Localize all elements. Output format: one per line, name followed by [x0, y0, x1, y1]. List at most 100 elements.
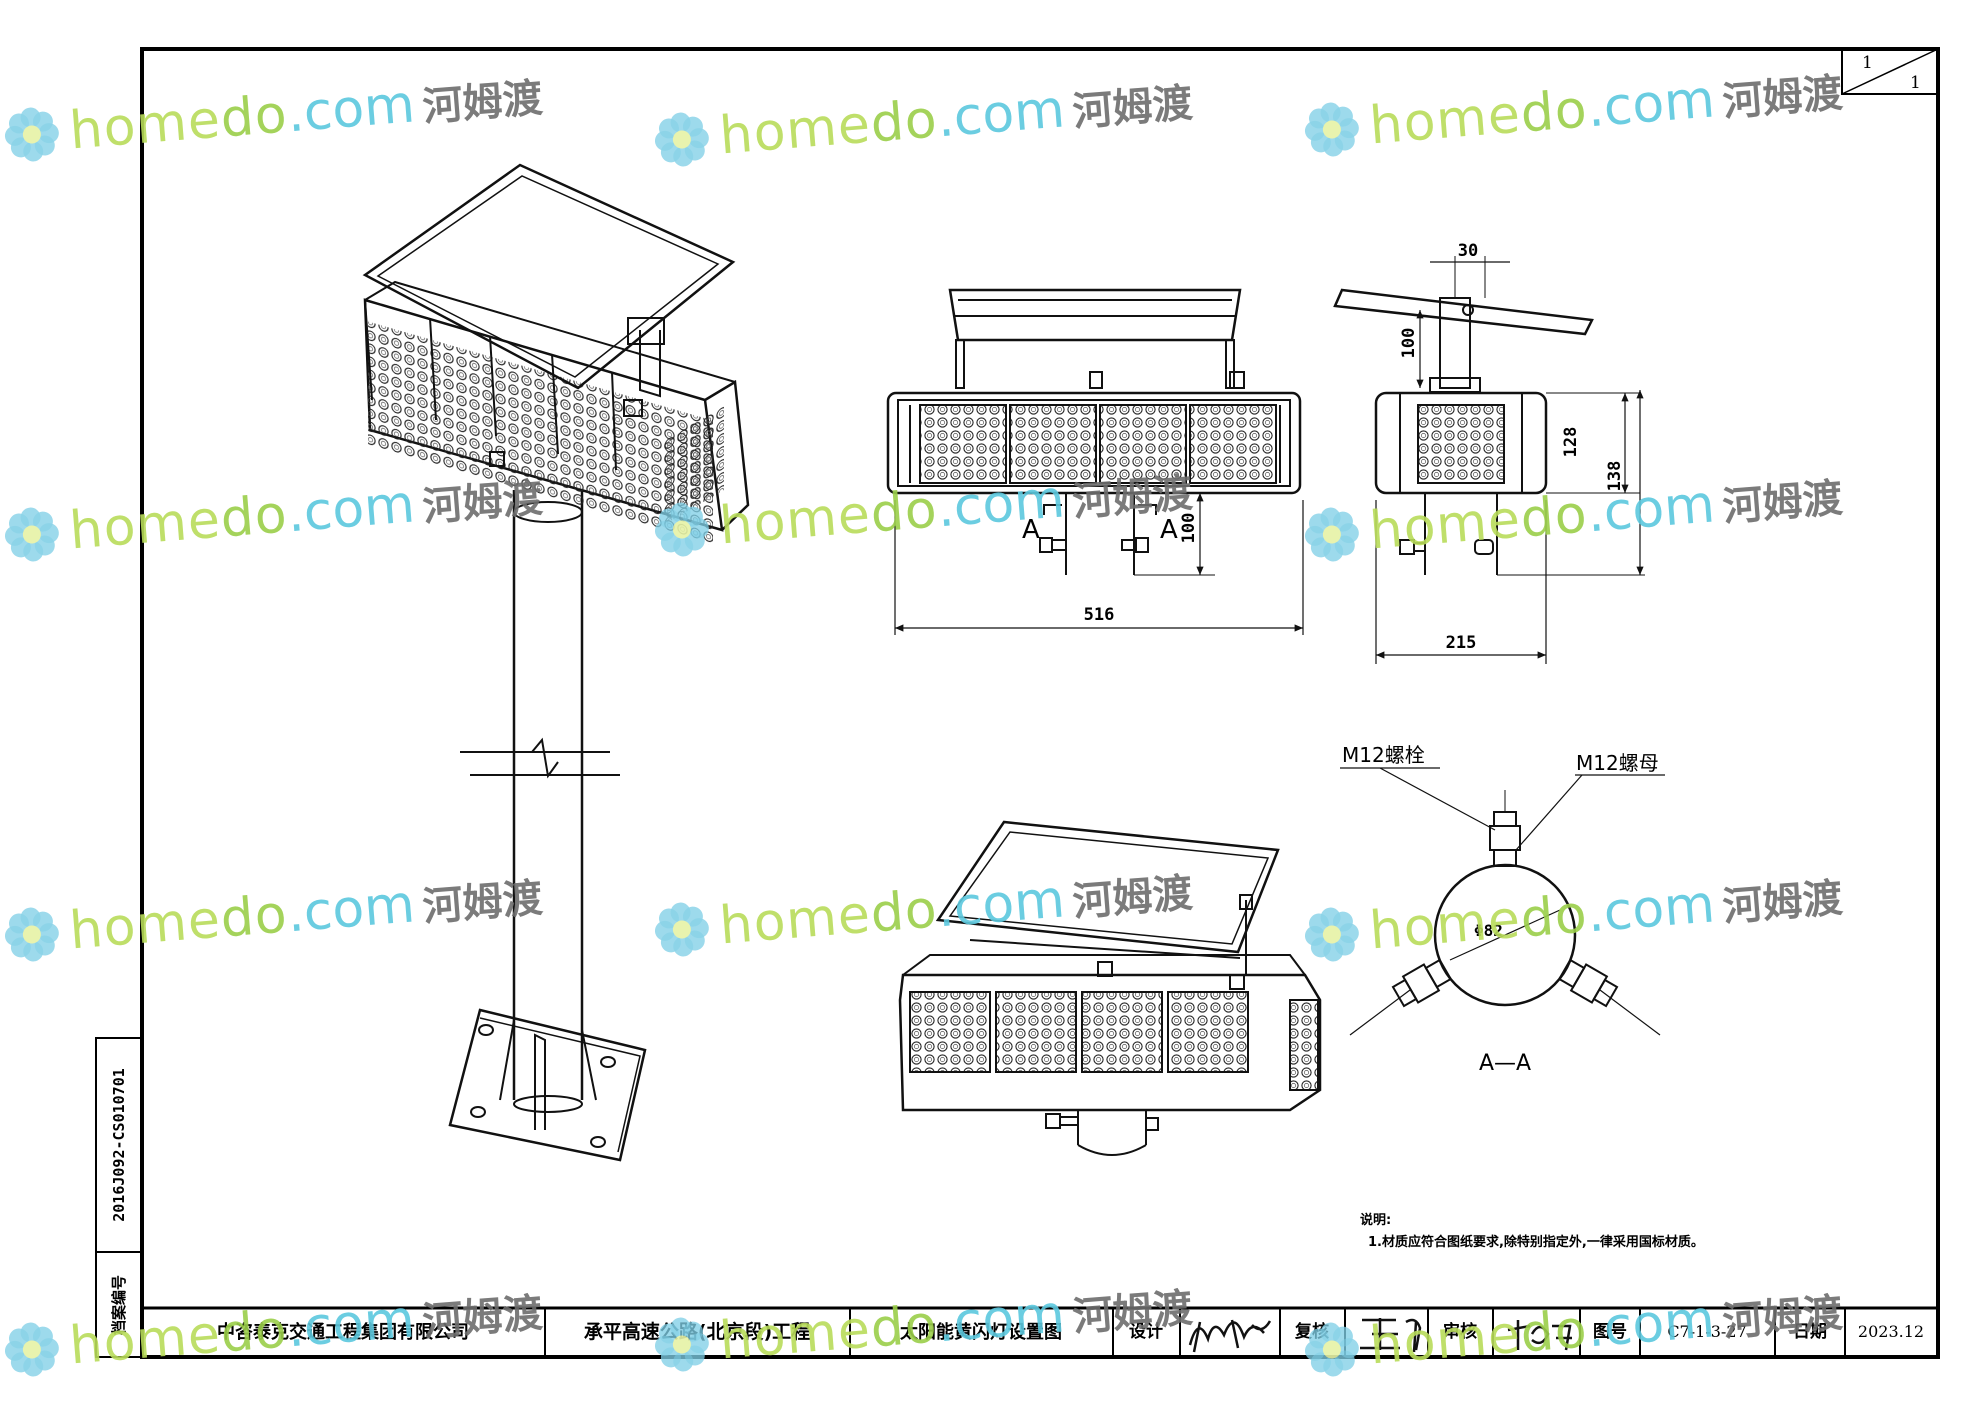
watermark-dotcom: .com	[935, 79, 1067, 150]
watermark-cn: 河姆渡	[1071, 870, 1195, 926]
watermark-en: home	[1367, 1304, 1524, 1377]
section-title: A—A	[1479, 1051, 1531, 1076]
flower-logo-icon	[647, 105, 716, 174]
isometric-lamp-view	[898, 820, 1322, 1156]
watermark-en-mid: do	[1518, 1299, 1590, 1365]
drawing-no-label: 图号	[1593, 1322, 1627, 1342]
watermark-en-mid: do	[868, 879, 940, 945]
watermark-en-mid: do	[218, 884, 290, 950]
side-width-dimension: 215	[1446, 633, 1477, 653]
watermark-en: home	[717, 1299, 874, 1372]
watermark-dotcom: .com	[935, 869, 1067, 940]
company-name: 中咨泰克交通工程集团有限公司	[217, 1321, 469, 1343]
watermark-en-mid: do	[218, 1299, 290, 1365]
watermark-en-mid: do	[1518, 884, 1590, 950]
watermark-en: home	[67, 889, 224, 962]
watermark-cn: 河姆渡	[1721, 70, 1845, 126]
watermark-cn: 河姆渡	[1071, 80, 1195, 136]
watermark-en-mid: do	[868, 1294, 940, 1360]
flower-logo-icon	[647, 495, 716, 564]
watermark-en-mid: do	[868, 479, 940, 545]
isometric-pole-view	[362, 163, 750, 1162]
watermark-dotcom: .com	[935, 1284, 1067, 1355]
pipe-diameter-label: Φ82	[1474, 921, 1503, 940]
total-height-dimension: 138	[1605, 461, 1625, 492]
sheet-current: 1	[1862, 53, 1873, 73]
bracket-height-dimension: 100	[1399, 328, 1419, 359]
flower-logo-icon	[647, 895, 716, 964]
drawing-title: 太阳能黄闪灯设置图	[900, 1321, 1062, 1343]
flower-logo-icon	[1297, 900, 1366, 969]
archive-code: 2016J092-CS010701	[110, 1068, 128, 1222]
watermark-cn: 河姆渡	[1721, 1290, 1845, 1346]
watermark-en-mid: do	[868, 89, 940, 155]
watermark-en: home	[67, 1304, 224, 1377]
watermark-en-mid: do	[218, 484, 290, 550]
watermark-en: home	[1367, 489, 1524, 562]
flower-logo-icon	[1297, 500, 1366, 569]
nut-callout: M12螺母	[1576, 751, 1659, 775]
archive-column	[95, 1037, 143, 1358]
flower-logo-icon	[0, 500, 66, 569]
notes-line-1: 1.材质应符合图纸要求,除特别指定外,一律采用国标材质。	[1368, 1234, 1704, 1250]
pipe-spacing-dimension: 100	[1179, 513, 1199, 544]
watermark-cn: 河姆渡	[421, 475, 545, 531]
watermark-en: home	[67, 89, 224, 162]
watermark-en-mid: do	[1518, 484, 1590, 550]
section-mark-left: A	[1022, 515, 1040, 545]
watermark-en: home	[717, 94, 874, 167]
approver-signature	[1507, 1320, 1572, 1351]
watermark-cn: 河姆渡	[421, 1290, 545, 1346]
watermark-cn: 河姆渡	[1721, 875, 1845, 931]
flower-logo-icon	[1297, 95, 1366, 164]
archive-label: 档案编号	[110, 1275, 128, 1335]
section-mark-right: A	[1160, 515, 1178, 545]
watermark-dotcom: .com	[1585, 474, 1717, 545]
watermark-en: home	[1367, 889, 1524, 962]
flower-logo-icon	[1297, 1315, 1366, 1384]
watermark-cn: 河姆渡	[1721, 475, 1845, 531]
flower-logo-icon	[0, 100, 66, 169]
section-a-a	[1340, 767, 1665, 1036]
watermark-en: home	[717, 484, 874, 557]
watermark-cn: 河姆渡	[1071, 1285, 1195, 1341]
designer-signature	[1188, 1319, 1272, 1353]
drawing-no: C7-1-3-27	[1667, 1322, 1746, 1341]
watermark-en: home	[1367, 84, 1524, 157]
flower-logo-icon	[0, 900, 66, 969]
reviewer-signature	[1360, 1318, 1422, 1353]
approve-label: 审核	[1443, 1321, 1477, 1342]
watermark-en: home	[717, 884, 874, 957]
front-width-dimension: 516	[1084, 605, 1115, 625]
flower-logo-icon	[647, 1310, 716, 1379]
bolt-callout: M12螺栓	[1342, 743, 1425, 767]
date-value: 2023.12	[1858, 1322, 1924, 1341]
watermark-dotcom: .com	[285, 874, 417, 945]
notes-heading: 说明:	[1360, 1212, 1391, 1228]
watermark-dotcom: .com	[1585, 1289, 1717, 1360]
design-label: 设计	[1129, 1321, 1163, 1342]
front-view	[886, 288, 1304, 635]
title-block	[142, 1306, 1938, 1357]
watermark-cn: 河姆渡	[421, 75, 545, 131]
watermark-en-mid: do	[218, 84, 290, 150]
watermark-dotcom: .com	[935, 469, 1067, 540]
sheet-number-box	[1841, 48, 1939, 95]
watermark-dotcom: .com	[1585, 874, 1717, 945]
panel-height-dimension: 128	[1561, 427, 1581, 458]
date-label: 日期	[1793, 1322, 1827, 1342]
watermark-dotcom: .com	[285, 474, 417, 545]
watermark-cn: 河姆渡	[421, 875, 545, 931]
